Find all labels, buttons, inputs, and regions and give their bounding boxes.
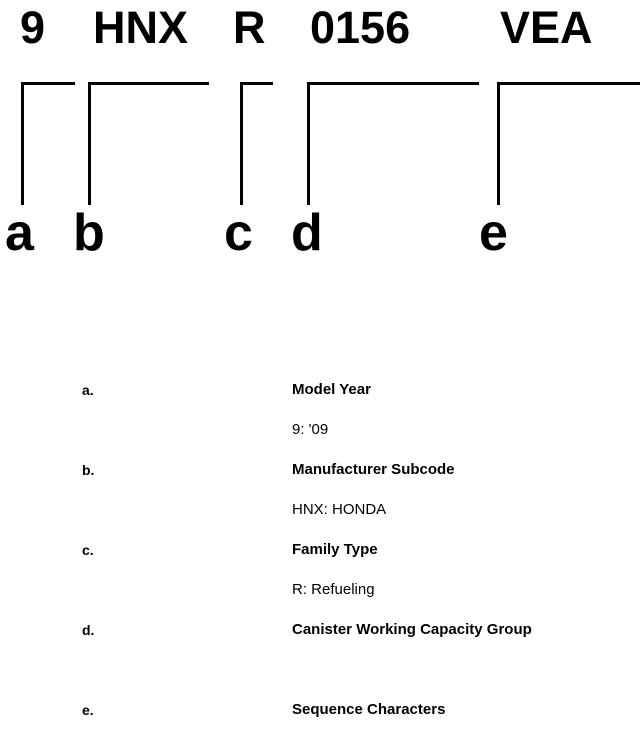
bracket-b-stem xyxy=(88,82,91,205)
bracket-d xyxy=(307,82,479,205)
bracket-e-top-rule xyxy=(497,82,640,85)
legend-row: a. Model Year 9: '09 xyxy=(0,370,640,438)
bracket-leader-group xyxy=(0,0,640,215)
bracket-a-top-rule xyxy=(21,82,75,85)
bracket-e xyxy=(497,82,640,205)
legend-term-b: Manufacturer Subcode xyxy=(292,461,455,478)
callout-letter-a: a xyxy=(5,204,34,262)
callout-letter-e: e xyxy=(479,204,508,262)
bracket-b-top-rule xyxy=(88,82,209,85)
legend-term-a: Model Year xyxy=(292,381,371,398)
bracket-b xyxy=(88,82,209,205)
code-segment-d: 0156 xyxy=(310,2,411,53)
engine-family-code-string: 9 HNX R 0156 VEA xyxy=(0,0,640,70)
legend-term-c: Family Type xyxy=(292,541,378,558)
callout-letter-d: d xyxy=(291,204,323,262)
code-segment-c: R xyxy=(233,2,266,53)
legend-detail-c: R: Refueling xyxy=(292,581,375,598)
legend-key-b: b. xyxy=(82,462,95,478)
legend-term-e: Sequence Characters xyxy=(292,701,446,718)
legend-key-c: c. xyxy=(82,542,94,558)
code-legend-list: a. Model Year 9: '09 b. Manufacturer Subcode… xyxy=(0,370,640,730)
bracket-d-top-rule xyxy=(307,82,479,85)
bracket-a xyxy=(21,82,75,205)
bracket-a-stem xyxy=(21,82,24,205)
code-segment-b: HNX xyxy=(93,2,189,53)
code-segment-a: 9 xyxy=(20,2,46,53)
bracket-c-stem xyxy=(240,82,243,205)
callout-letter-b: b xyxy=(73,204,105,262)
legend-key-a: a. xyxy=(82,382,94,398)
legend-row: e. Sequence Characters xyxy=(0,370,640,718)
legend-row: c. Family Type R: Refueling xyxy=(0,370,640,598)
legend-detail-a: 9: '09 xyxy=(292,421,329,438)
legend-detail-b: HNX: HONDA xyxy=(292,501,387,518)
bracket-c-top-rule xyxy=(240,82,273,85)
callout-letter-c: c xyxy=(224,204,253,262)
bracket-d-stem xyxy=(307,82,310,205)
bracket-c xyxy=(240,82,273,205)
legend-row: d. Canister Working Capacity Group xyxy=(0,370,640,638)
legend-key-d: d. xyxy=(82,622,95,638)
bracket-e-stem xyxy=(497,82,500,205)
legend-term-d: Canister Working Capacity Group xyxy=(292,621,532,638)
legend-key-e: e. xyxy=(82,702,94,718)
code-segment-e: VEA xyxy=(500,2,593,53)
